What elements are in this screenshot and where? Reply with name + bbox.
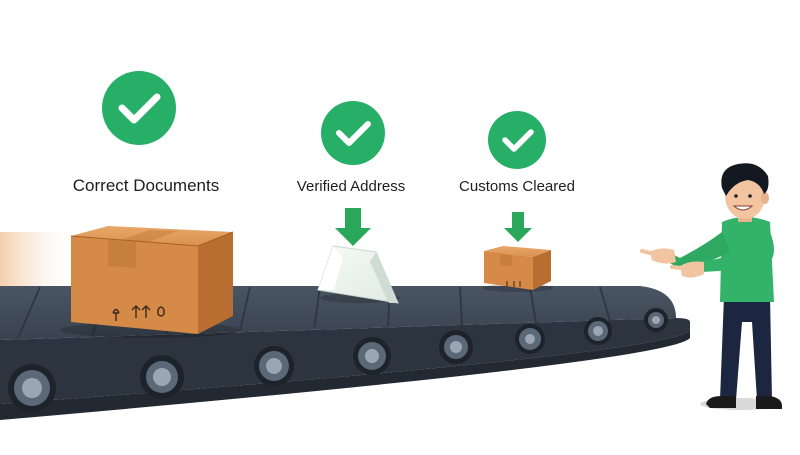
checkmark-icon [336, 121, 371, 146]
roller [644, 308, 668, 332]
roller [584, 317, 612, 345]
roller [515, 324, 545, 354]
envelope [317, 245, 400, 304]
down-arrow-icon [335, 208, 371, 246]
small-package [482, 246, 554, 292]
checkmark-icon [502, 129, 534, 152]
roller [439, 330, 473, 364]
checkpoint-label-verified-address: Verified Address [296, 178, 406, 195]
roller [254, 346, 294, 386]
large-package [60, 226, 240, 338]
roller [140, 355, 184, 399]
delivery-person [640, 163, 782, 410]
down-arrow-icon [504, 212, 532, 242]
checkpoint-label-customs-cleared: Customs Cleared [459, 178, 575, 195]
check-badge-customs-cleared [488, 111, 546, 169]
roller [8, 364, 56, 412]
belt-rollers [8, 308, 668, 412]
fragile-icon [112, 305, 165, 321]
checkmark-icon [118, 93, 161, 124]
checkpoint-label-correct-documents: Correct Documents [72, 176, 220, 195]
roller [353, 337, 391, 375]
check-badge-correct-documents [102, 71, 176, 145]
check-badge-verified-address [321, 101, 385, 165]
